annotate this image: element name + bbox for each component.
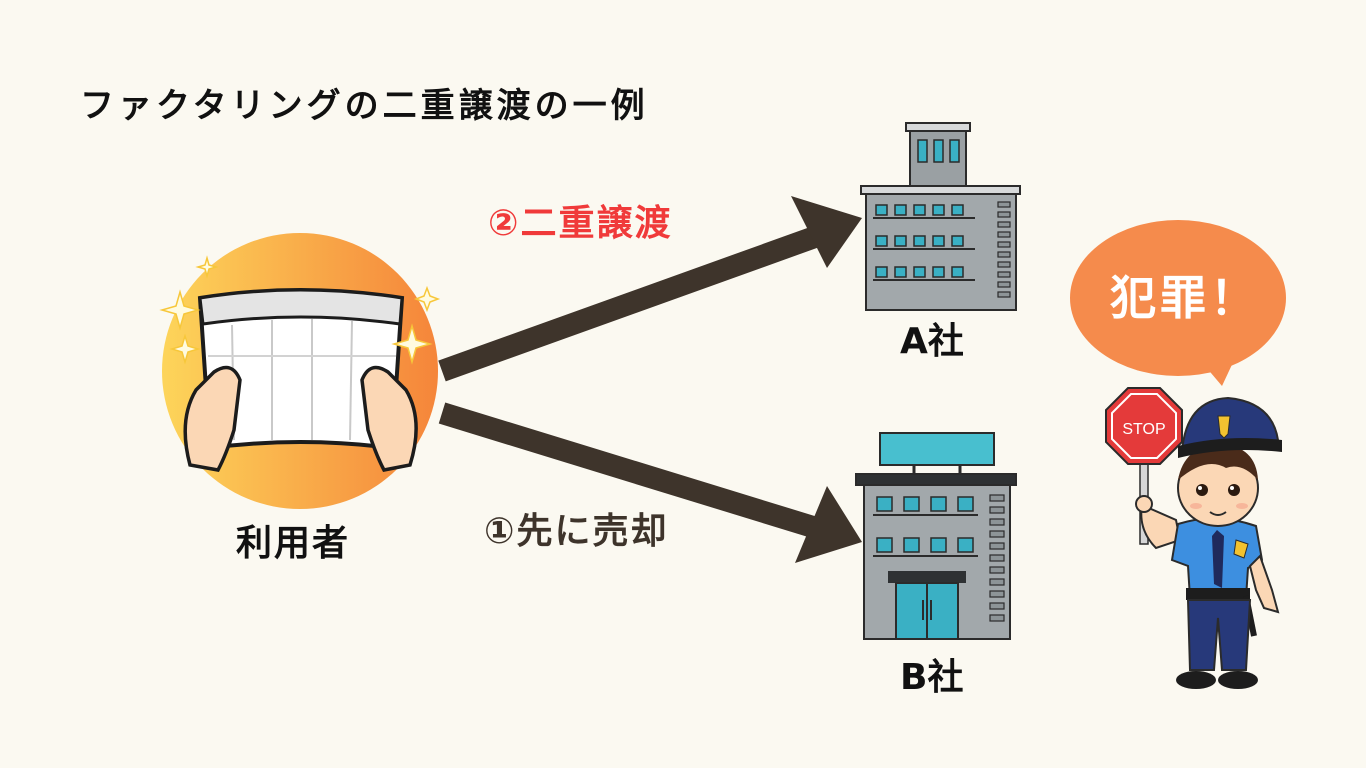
stop-sign-text: STOP xyxy=(1122,421,1165,438)
arrow-first-sale xyxy=(438,402,862,563)
double-transfer-label: ②二重譲渡 xyxy=(488,203,673,244)
right-hand xyxy=(360,365,418,472)
building-icon xyxy=(855,432,1017,640)
user-label: 利用者 xyxy=(236,523,351,564)
building-icon xyxy=(860,122,1021,311)
speech-bubble xyxy=(1070,220,1286,386)
arrow-double-transfer xyxy=(438,196,862,382)
first-sale-label: ①先に売却 xyxy=(484,511,669,552)
stop-sign-icon: STOP xyxy=(1105,387,1183,465)
document-icon xyxy=(197,288,405,451)
sparkle-icon xyxy=(159,255,441,365)
company-b-label: B社 xyxy=(900,657,964,698)
company-a-label: A社 xyxy=(900,321,964,362)
speech-bubble-text: 犯罪！ xyxy=(1110,271,1260,325)
user-illustration xyxy=(159,233,441,509)
page-title: ファクタリングの二重譲渡の一例 xyxy=(80,86,649,126)
left-hand xyxy=(183,365,242,472)
police-officer-icon: STOP xyxy=(1105,387,1282,689)
